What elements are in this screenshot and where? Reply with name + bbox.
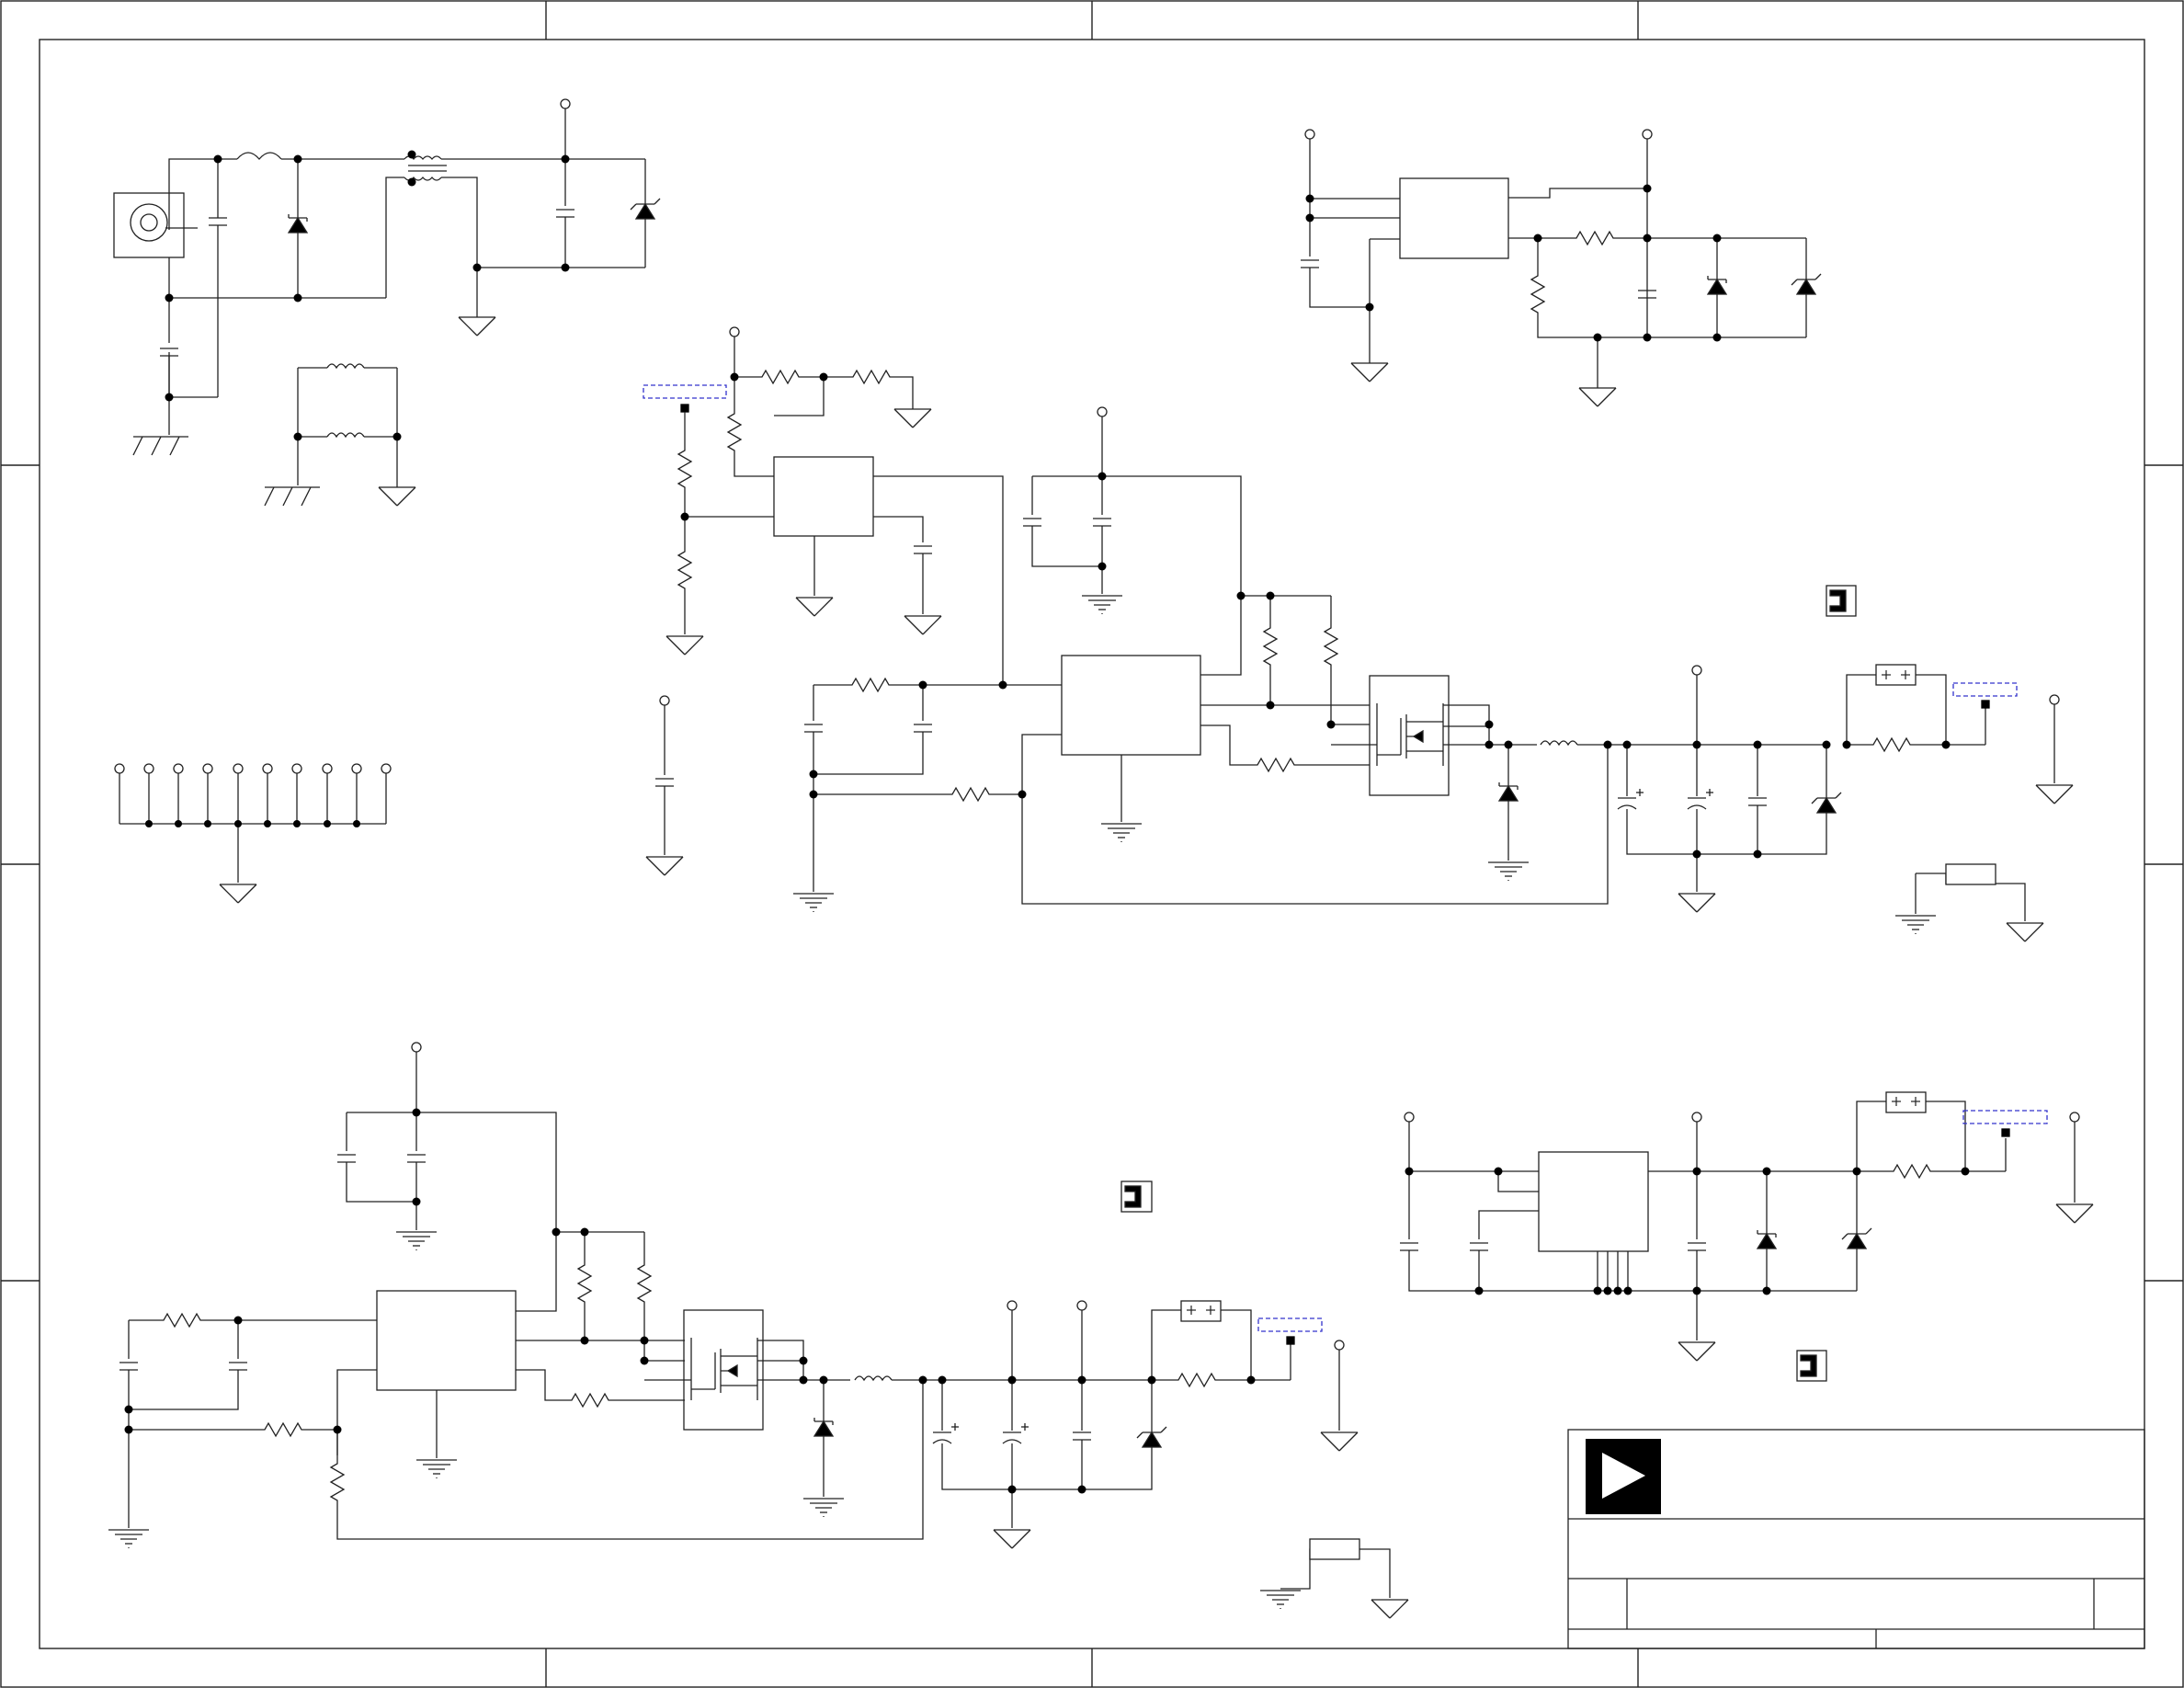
controller-buck-top	[643, 326, 2074, 942]
ldo-bottom-right	[1399, 1091, 2094, 1362]
header-polarity-marks	[1187, 670, 1920, 1315]
junction-dots-bottom	[124, 1108, 1256, 1494]
junction-dots-linreg	[1305, 184, 1722, 342]
controller-buck-bottom	[108, 1042, 1409, 1619]
play-triangle-icon	[1586, 1439, 1661, 1514]
junction-dots-connector	[145, 820, 360, 827]
ac-input-filter	[113, 98, 661, 507]
title-block	[1567, 1429, 2145, 1649]
jumper-icon	[1120, 585, 1857, 1382]
junction-dots-ac	[165, 150, 570, 441]
junction-dots-ldo	[1405, 1167, 1970, 1295]
connector-pins	[114, 695, 684, 904]
junction-dots-top	[680, 372, 1951, 859]
linear-regulator	[1300, 129, 1822, 407]
